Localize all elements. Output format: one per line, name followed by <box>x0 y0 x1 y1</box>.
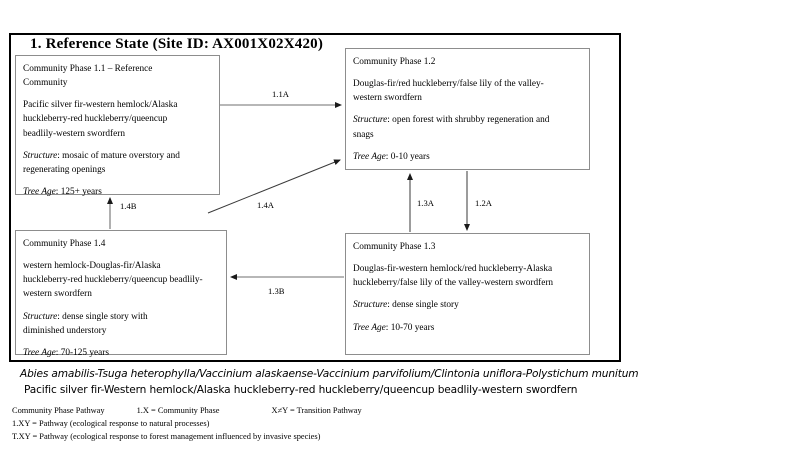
structure-label: Structure <box>353 300 388 311</box>
phase-1-4-structure: Structure: dense single story with <box>23 310 219 324</box>
structure-text: : mosaic of mature overstory and <box>57 150 180 161</box>
spacer <box>353 290 582 298</box>
phase-1-1-structure: Structure: mosaic of mature overstory an… <box>23 149 212 163</box>
spacer <box>353 313 582 321</box>
phase-1-1-tree-age: Tree Age: 125+ years <box>23 185 212 199</box>
phase-1-1-species-line: huckleberry-red huckleberry/queencup <box>23 114 168 125</box>
phase-1-1-structure-line2: regenerating openings <box>23 164 106 175</box>
phase-1-4-species-line: western hemlock-Douglas-fir/Alaska <box>23 261 161 272</box>
structure-label: Structure <box>353 115 388 126</box>
spacer <box>353 142 582 150</box>
legend-row-natural-processes: 1.XY = Pathway (ecological response to n… <box>12 419 210 428</box>
structure-label: Structure <box>23 311 58 322</box>
structure-text: : dense single story with <box>57 311 148 322</box>
structure-text: : open forest with shrubby regeneration … <box>387 115 550 126</box>
phase-1-1-species-line: Pacific silver fir-western hemlock/Alask… <box>23 100 178 111</box>
phase-1-2-species-line: Douglas-fir/red huckleberry/false lily o… <box>353 79 544 90</box>
spacer <box>353 254 582 262</box>
phase-1-2-structure-line2: snags <box>353 129 374 140</box>
legend-row-invasive-species: T.XY = Pathway (ecological response to f… <box>12 432 321 441</box>
legend-community-phase-key: 1.X = Community Phase <box>136 406 220 415</box>
spacer <box>23 302 219 310</box>
phase-1-3-structure: Structure: dense single story <box>353 298 582 312</box>
spacer <box>23 251 219 259</box>
tree-age-label: Tree Age <box>353 151 386 162</box>
legend-community-phase-pathway: Community Phase Pathway <box>12 406 105 415</box>
phase-1-3-heading: Community Phase 1.3 <box>353 242 436 252</box>
tree-age-text: : 0-10 years <box>385 151 430 162</box>
phase-1-2-structure: Structure: open forest with shrubby rege… <box>353 113 582 127</box>
phase-1-3-species-line: huckleberry/false lily of the valley-wes… <box>353 278 554 289</box>
spacer <box>23 177 212 185</box>
spacer <box>23 338 219 346</box>
community-phase-1-4-box[interactable]: Community Phase 1.4 western hemlock-Doug… <box>15 230 227 358</box>
tree-age-label: Tree Age <box>353 322 386 333</box>
common-name-caption: Pacific silver fir-Western hemlock/Alask… <box>24 384 578 396</box>
phase-1-4-structure-line2: diminished understory <box>23 325 107 336</box>
pathway-label-1-4A: 1.4A <box>257 200 274 210</box>
phase-1-1-heading-line2: Community <box>23 78 68 89</box>
pathway-label-1-3A: 1.3A <box>417 198 434 208</box>
community-phase-1-1-box[interactable]: Community Phase 1.1 – Reference Communit… <box>15 55 220 197</box>
pathway-label-1-2A: 1.2A <box>475 198 492 208</box>
spacer <box>353 105 582 113</box>
spacer <box>23 90 212 98</box>
tree-age-label: Tree Age <box>23 347 56 358</box>
phase-1-4-species-line: huckleberry-red huckleberry/queencup bea… <box>23 275 203 286</box>
phase-1-1-heading: Community Phase 1.1 – Reference <box>23 64 153 74</box>
pathway-label-1-1A: 1.1A <box>272 89 289 99</box>
pathway-label-1-3B: 1.3B <box>268 286 285 296</box>
phase-1-2-tree-age: Tree Age: 0-10 years <box>353 150 582 164</box>
state-title: 1. Reference State (Site ID: AX001X02X42… <box>30 36 324 52</box>
tree-age-text: : 125+ years <box>55 186 102 197</box>
legend-row: Community Phase Pathway 1.X = Community P… <box>12 406 362 415</box>
spacer <box>353 69 582 77</box>
phase-1-4-heading: Community Phase 1.4 <box>23 239 106 249</box>
phase-1-2-heading: Community Phase 1.2 <box>353 57 436 67</box>
phase-1-4-tree-age: Tree Age: 70-125 years <box>23 346 219 360</box>
phase-1-2-species-line: western swordfern <box>353 93 422 104</box>
phase-1-3-tree-age: Tree Age: 10-70 years <box>353 321 582 335</box>
tree-age-label: Tree Age <box>23 186 56 197</box>
structure-text: : dense single story <box>387 300 459 311</box>
scientific-name-caption: Abies amabilis-Tsuga heterophylla/Vaccin… <box>20 368 639 380</box>
structure-label: Structure <box>23 150 58 161</box>
legend-transition-pathway-key: X≠Y = Transition Pathway <box>271 406 362 415</box>
tree-age-text: : 10-70 years <box>385 322 435 333</box>
spacer <box>23 141 212 149</box>
phase-1-1-species-line: beadlily-western swordfern <box>23 128 125 139</box>
phase-1-4-species-line: western swordfern <box>23 289 92 300</box>
community-phase-1-3-box[interactable]: Community Phase 1.3 Douglas-fir-western … <box>345 233 590 355</box>
community-phase-1-2-box[interactable]: Community Phase 1.2 Douglas-fir/red huck… <box>345 48 590 170</box>
tree-age-text: : 70-125 years <box>55 347 109 358</box>
pathway-label-1-4B: 1.4B <box>120 201 137 211</box>
phase-1-3-species-line: Douglas-fir-western hemlock/red hucklebe… <box>353 264 553 275</box>
